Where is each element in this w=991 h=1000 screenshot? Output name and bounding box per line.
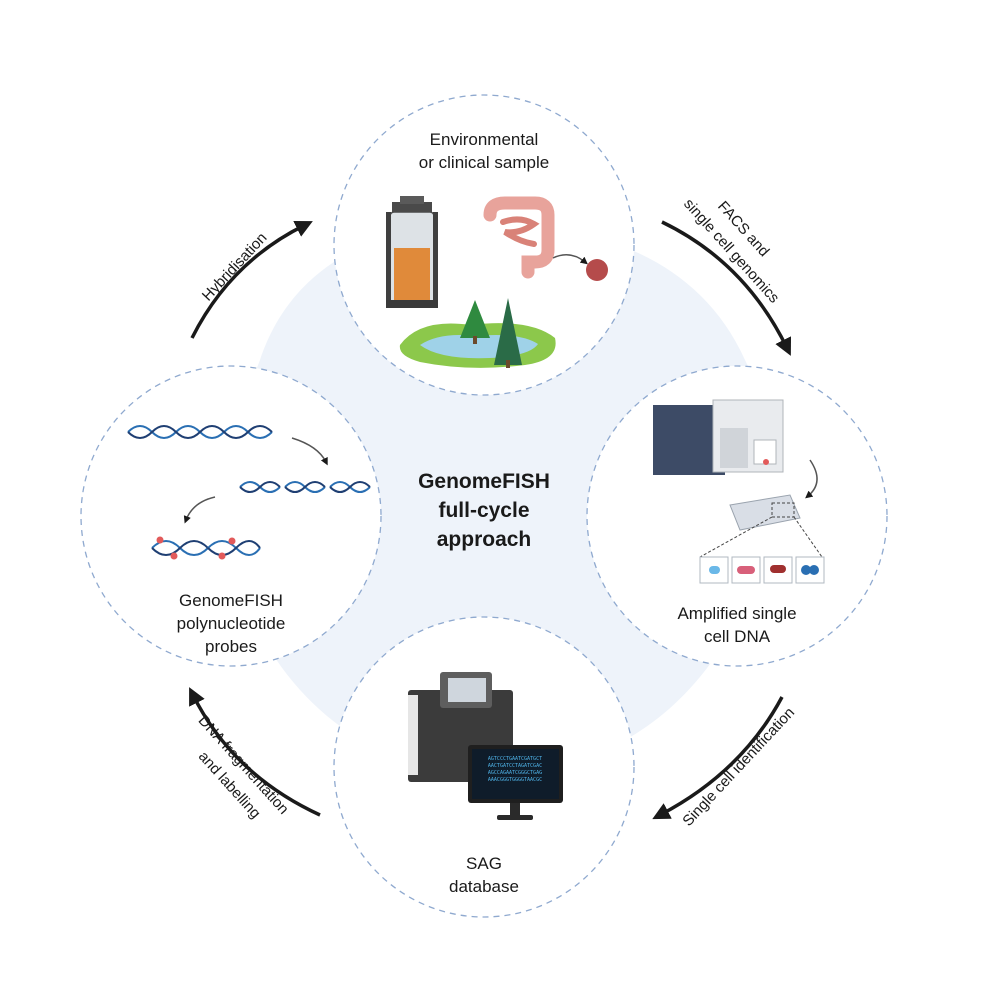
probes-label-line3: probes xyxy=(205,637,257,656)
sample-to-tissue-arrow xyxy=(552,254,588,265)
facs-arrow xyxy=(661,220,792,356)
center-title-line1: GenomeFISH xyxy=(418,470,550,493)
screen-seq-4: AAACGGGTGGGGTAACGC xyxy=(488,777,542,783)
dna-fragmentation-arrow xyxy=(189,687,321,817)
bioreactor-icon xyxy=(386,196,438,308)
center-blob xyxy=(231,224,773,776)
dna-double-helix-icon xyxy=(127,425,273,439)
facs-machine-icon xyxy=(653,399,784,475)
probes-circle xyxy=(80,365,382,667)
facs-to-plate-arrow xyxy=(805,459,818,499)
screen-seq-3: AGCCAGAATCGGGCTGAG xyxy=(488,770,542,776)
amplified-label-line2: cell DNA xyxy=(704,627,771,646)
probes-label-line1: GenomeFISH xyxy=(179,591,283,610)
well-plate-icon xyxy=(699,494,823,558)
intestine-icon xyxy=(483,196,555,279)
fragments-to-probes-arrow xyxy=(183,496,216,524)
screen-seq-1: AGTCCCTGAATCGATGCT xyxy=(488,756,542,762)
hybridisation-label: Hybridisation xyxy=(199,229,271,304)
screen-seq-2: AACTGATCCTAGATCGAC xyxy=(488,763,542,769)
single-cell-id-arrow xyxy=(652,696,784,820)
single-cell-id-label: Single cell identification xyxy=(679,704,798,830)
monitor-icon: AGTCCCTGAATCGATGCT AACTGATCCTAGATCGAC AG… xyxy=(468,745,563,820)
sample-label-line2: or clinical sample xyxy=(419,153,549,172)
tissue-sample-icon xyxy=(586,259,608,281)
labelled-probes-icon xyxy=(151,536,261,560)
probes-label-line2: polynucleotide xyxy=(177,614,286,633)
amplified-label-line1: Amplified single xyxy=(677,604,796,623)
center-title-line2: full-cycle xyxy=(438,499,529,522)
center-title-line3: approach xyxy=(437,528,532,551)
trees-icon xyxy=(460,298,522,368)
status-light-icon xyxy=(763,459,769,465)
sag-label-line2: database xyxy=(449,877,519,896)
single-cell-wells xyxy=(699,556,825,584)
well-cell-4 xyxy=(795,556,825,584)
dna-fragments-icon xyxy=(239,481,371,493)
sample-circle xyxy=(333,94,635,396)
well-cell-1 xyxy=(699,556,729,584)
hybridisation-arrow xyxy=(190,221,313,339)
sag-label-line1: SAG xyxy=(466,854,502,873)
dna-to-fragments-arrow xyxy=(291,437,328,466)
sample-label-line1: Environmental xyxy=(430,130,539,149)
